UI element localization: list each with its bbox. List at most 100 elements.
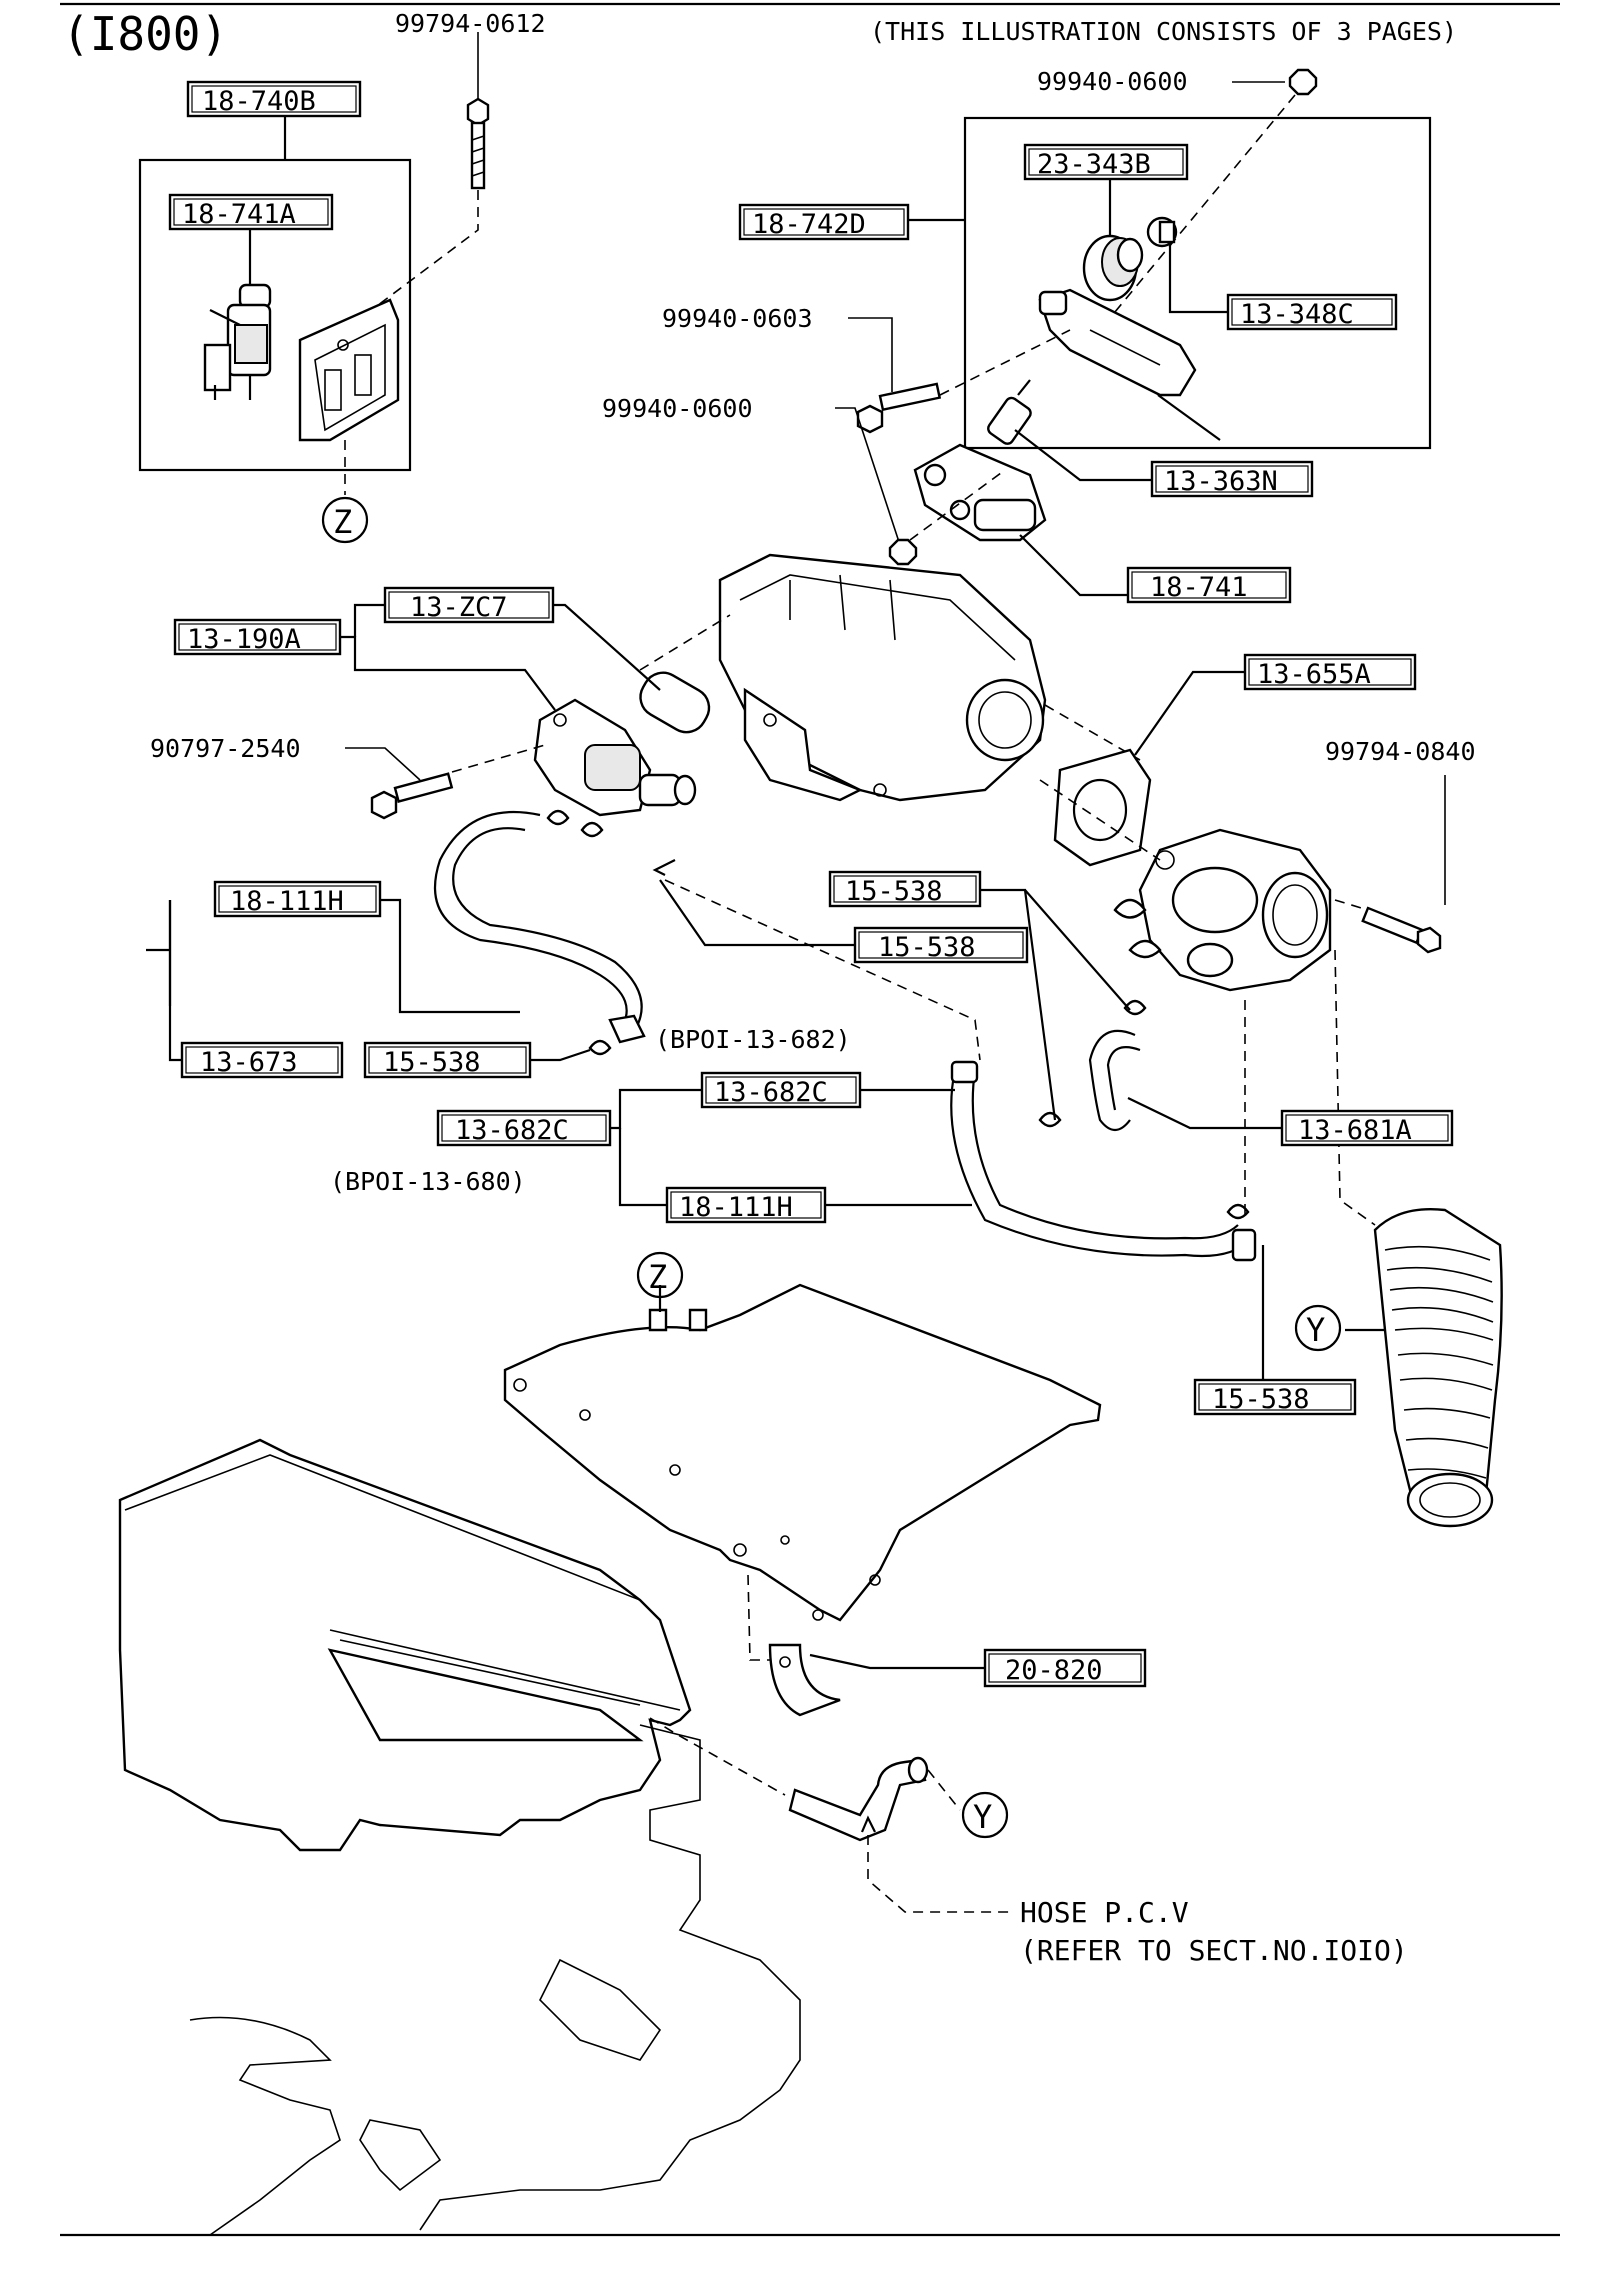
leader-13-190a	[340, 635, 556, 711]
pcv-hose-icon	[788, 1756, 929, 1842]
marker-z-mid	[636, 1251, 684, 1299]
part-label-15-538-a[interactable]: 15-538	[828, 870, 982, 908]
hose-13-681a-outline	[1088, 1029, 1136, 1132]
marker-z-mid-label: Z	[648, 1258, 667, 1296]
clamp-icon-6	[1226, 1203, 1250, 1220]
hose-18-111h-a-inner	[452, 827, 643, 1031]
svg-text:23-343B: 23-343B	[1037, 149, 1151, 180]
part-label-18-741a[interactable]: 18-741A	[168, 193, 334, 231]
svg-text:18-111H: 18-111H	[679, 1192, 793, 1223]
mounting-bracket-icon	[298, 298, 400, 442]
svg-text:18-740B: 18-740B	[202, 86, 316, 117]
part-label-18-111h-b[interactable]: 18-111H	[665, 1186, 827, 1224]
leader-13-655a	[1134, 670, 1245, 756]
part-label-13-zc7[interactable]: 13-ZC7	[383, 586, 555, 624]
intake-chamber-icon	[718, 553, 1047, 802]
part-label-20-820[interactable]: 20-820	[983, 1648, 1147, 1688]
dash-hose-path	[664, 879, 981, 1061]
bolt-icon	[466, 97, 490, 190]
part-label-13-673[interactable]: 13-673	[180, 1041, 344, 1079]
svg-text:15-538: 15-538	[383, 1047, 481, 1078]
leader-15-538-a-2	[1024, 889, 1131, 1011]
svg-text:18-741A: 18-741A	[182, 199, 296, 230]
part-label-15-538-d[interactable]: 15-538	[1193, 1378, 1357, 1416]
part-number-99794-0612: 99794-0612	[395, 9, 546, 38]
part-number-99940-0600-mid: 99940-0600	[602, 394, 753, 423]
svg-text:20-820: 20-820	[1005, 1655, 1103, 1686]
part-label-18-740b[interactable]: 18-740B	[186, 80, 362, 118]
leader-frame-bottom	[1157, 394, 1221, 441]
leader-13-682c-c	[618, 1128, 667, 1207]
part-label-13-348c[interactable]: 13-348C	[1226, 293, 1398, 331]
part-label-18-741[interactable]: 18-741	[1126, 566, 1292, 604]
clamp-icon-4	[1123, 999, 1147, 1016]
nut-icon	[1288, 68, 1318, 96]
leader-13-682c-b	[610, 1088, 702, 1130]
part-label-13-363n[interactable]: 13-363N	[1150, 460, 1314, 498]
svg-text:13-682C: 13-682C	[714, 1077, 828, 1108]
leader-13-348c	[1168, 244, 1228, 314]
nut-icon-2	[888, 538, 918, 566]
engine-block-icon	[118, 1438, 801, 2236]
part-number-99794-0840: 99794-0840	[1325, 737, 1476, 766]
part-label-13-682c-b[interactable]: 13-682C	[436, 1109, 612, 1147]
arrow-icon	[860, 1815, 876, 1833]
marker-y-right-label: Y	[1306, 1311, 1325, 1349]
bolt-icon-2	[856, 382, 942, 434]
leader-99940-0603	[848, 317, 893, 392]
dash-bolt3	[451, 744, 546, 773]
svg-text:15-538: 15-538	[845, 876, 943, 907]
page-note: (THIS ILLUSTRATION CONSISTS OF 3 PAGES)	[870, 17, 1457, 46]
marker-y-bottom	[961, 1791, 1009, 1839]
hose-13-681a-inner	[1106, 1046, 1141, 1111]
page-code: (I800)	[62, 7, 228, 61]
dash-bolt2	[939, 329, 1071, 396]
filter-cap-icon	[1146, 216, 1178, 248]
svg-text:18-741: 18-741	[1150, 572, 1248, 603]
part-label-13-682c-a[interactable]: 13-682C	[700, 1071, 862, 1109]
svg-text:13-682C: 13-682C	[455, 1115, 569, 1146]
throttle-sensor-icon	[913, 443, 1047, 542]
cylinder-head-cover-icon	[503, 1283, 1102, 1622]
bracket-20-820-icon	[768, 1643, 841, 1717]
part-label-23-343b[interactable]: 23-343B	[1023, 143, 1189, 181]
hose-18-111h-a-outline	[433, 810, 628, 1031]
dash-body-duct	[1334, 949, 1376, 1226]
part-label-15-538-c[interactable]: 15-538	[363, 1041, 532, 1079]
dash-bolt-bracket	[344, 190, 479, 331]
leader-18-741	[1019, 534, 1128, 597]
leader-13-673	[168, 900, 182, 1062]
group-frame-18-742d	[963, 116, 1432, 450]
marker-z-top-label: Z	[333, 503, 352, 541]
leader-15-538-b	[659, 879, 855, 947]
throttle-gasket-icon	[1053, 748, 1152, 867]
hose-13-682c-outline	[950, 1069, 1252, 1258]
leader-99940-0600-mid	[835, 407, 901, 546]
svg-text:18-111H: 18-111H	[230, 886, 344, 917]
part-label-15-538-b[interactable]: 15-538	[853, 926, 1029, 964]
part-label-13-655a[interactable]: 13-655A	[1243, 653, 1417, 691]
clamp-icon-5	[1038, 1111, 1062, 1128]
dash-hose-callout	[867, 1835, 1010, 1913]
hose-end-icon-2	[950, 1060, 979, 1084]
group-frame-18-740b	[138, 158, 412, 472]
part-label-13-190a[interactable]: 13-190A	[173, 618, 342, 656]
leader-18-111h-a	[378, 898, 520, 1014]
leader-13-681a	[1127, 1097, 1282, 1130]
part-label-18-742d[interactable]: 18-742D	[738, 203, 910, 241]
pcv-hose-reference: (REFER TO SECT.NO.IOIO)	[1020, 1934, 1408, 1967]
leader-13-363n	[1014, 429, 1152, 482]
part-label-18-111h-a[interactable]: 18-111H	[213, 880, 382, 918]
svg-text:15-538: 15-538	[878, 932, 976, 963]
hook-icon	[652, 859, 676, 876]
vacuum-chamber-icon	[1082, 234, 1144, 302]
part-number-99940-0600-top: 99940-0600	[1037, 67, 1188, 96]
part-number-99940-0603: 99940-0603	[662, 304, 813, 333]
marker-y-bottom-label: Y	[973, 1798, 992, 1836]
pcv-hose-note: HOSE P.C.V	[1020, 1896, 1189, 1929]
part-label-13-681a[interactable]: 13-681A	[1280, 1109, 1454, 1147]
leader-15-538-a	[980, 888, 1057, 1121]
bolt-icon-3	[370, 772, 454, 820]
dash-gasket-body	[1039, 779, 1161, 861]
